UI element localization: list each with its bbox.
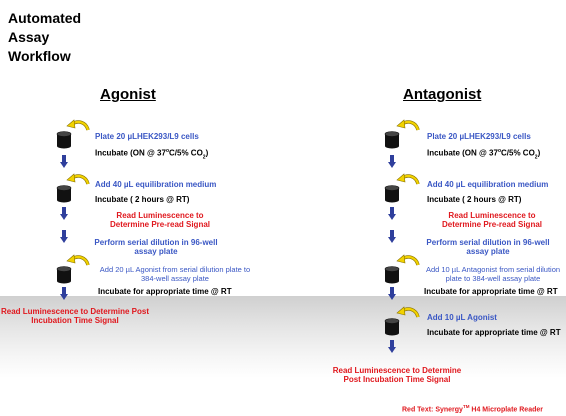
antagonist-incubate-2h-text: Incubate ( 2 hours @ RT) [427, 195, 522, 204]
curved-arrow-icon [396, 173, 420, 185]
plate-cylinder-icon [384, 318, 400, 336]
down-arrow-icon [60, 287, 68, 300]
curved-arrow-icon [66, 119, 90, 131]
agonist-plate-cells-text: Plate 20 µLHEK293/L9 cells [95, 132, 199, 141]
curved-arrow-icon [66, 173, 90, 185]
curved-arrow-icon [396, 254, 420, 266]
antagonist-add-agonist-text: Add 10 µL Agonist [427, 313, 497, 322]
page-title-line-2: Assay [8, 29, 50, 45]
agonist-read-post-text: Read Luminescence to Determine Post Incu… [0, 307, 150, 325]
antagonist-incubate-overnight-text: Incubate (ON @ 37oC/5% CO2) [427, 148, 541, 161]
down-arrow-icon [388, 340, 396, 353]
agonist-heading: Agonist [100, 86, 156, 103]
down-arrow-icon [388, 230, 396, 243]
down-arrow-icon [60, 155, 68, 168]
down-arrow-icon [388, 287, 396, 300]
down-arrow-icon [388, 207, 396, 220]
antagonist-read-preread-text: Read Luminescence to Determine Pre-read … [441, 211, 543, 229]
plate-cylinder-icon [56, 185, 72, 203]
antagonist-incubate-time-2-text: Incubate for appropriate time @ RT [427, 328, 561, 337]
background-band [0, 296, 566, 378]
agonist-serial-dilution-text: Perform serial dilution in 96-well assay… [94, 238, 218, 256]
agonist-add-compound-text: Add 20 µL Agonist from serial dilution p… [99, 265, 251, 283]
agonist-incubate-2h-text: Incubate ( 2 hours @ RT) [95, 195, 190, 204]
page-title-line-1: Automated [8, 10, 82, 26]
agonist-incubate-time-text: Incubate for appropriate time @ RT [98, 287, 232, 296]
curved-arrow-icon [396, 306, 420, 318]
page-title-line-3: Workflow [8, 48, 71, 64]
antagonist-plate-cells-text: Plate 20 µLHEK293/L9 cells [427, 132, 531, 141]
antagonist-incubate-time-text: Incubate for appropriate time @ RT [424, 287, 558, 296]
agonist-incubate-overnight-text: Incubate (ON @ 37oC/5% CO2) [95, 148, 209, 161]
antagonist-read-post-text: Read Luminescence to Determine Post Incu… [332, 366, 462, 384]
plate-cylinder-icon [56, 131, 72, 149]
agonist-add-medium-text: Add 40 µL equilibration medium [95, 180, 217, 189]
plate-cylinder-icon [384, 185, 400, 203]
footnote: Red Text: SynergyTM H4 Microplate Reader [402, 404, 543, 414]
antagonist-add-medium-text: Add 40 µL equilibration medium [427, 180, 549, 189]
antagonist-heading: Antagonist [403, 86, 482, 103]
down-arrow-icon [388, 155, 396, 168]
plate-cylinder-icon [56, 266, 72, 284]
curved-arrow-icon [66, 254, 90, 266]
plate-cylinder-icon [384, 131, 400, 149]
antagonist-serial-dilution-text: Perform serial dilution in 96-well assay… [426, 238, 550, 256]
antagonist-add-compound-text: Add 10 µL Antagonist from serial dilutio… [425, 265, 561, 283]
down-arrow-icon [60, 230, 68, 243]
plate-cylinder-icon [384, 266, 400, 284]
down-arrow-icon [60, 207, 68, 220]
curved-arrow-icon [396, 119, 420, 131]
agonist-read-preread-text: Read Luminescence to Determine Pre-read … [109, 211, 211, 229]
